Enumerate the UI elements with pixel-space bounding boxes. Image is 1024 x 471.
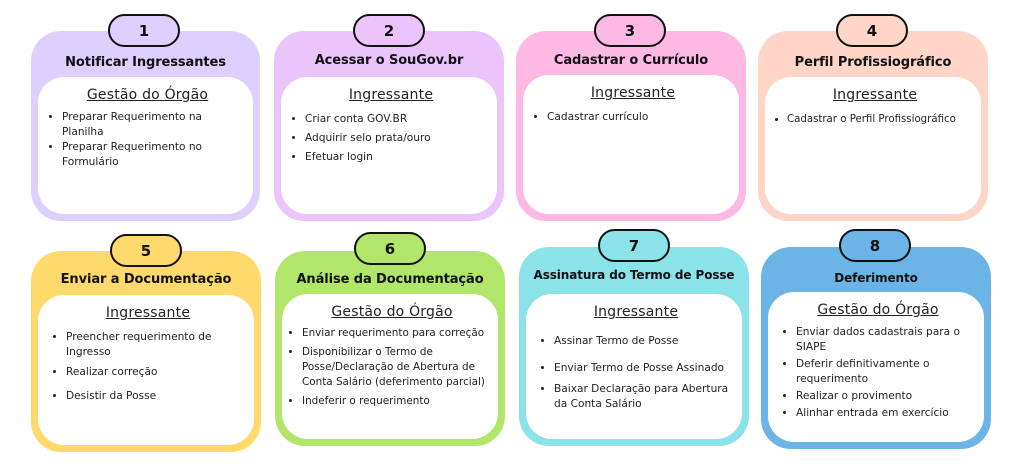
step-title: Notificar Ingressantes [65,55,226,70]
step-role: Ingressante [593,304,679,320]
task-item: Desistir da Posse [66,389,248,404]
task-item: Enviar dados cadastrais para o SIAPE [796,325,978,355]
task-list: Cadastrar o Perfil Profissiográfico [775,112,975,127]
task-item: Cadastrar o Perfil Profissiográfico [787,112,975,127]
task-item: Preparar Requerimento no Formulário [62,140,247,170]
step-content: Ingressante Criar conta GOV.BR Adquirir … [281,77,497,214]
step-content: Ingressante Preencher requerimento de In… [38,295,254,445]
step-title: Deferimento [834,271,918,285]
step-number-badge-7: 7 [598,229,670,262]
task-item: Enviar requerimento para correção [302,326,494,341]
task-list: Enviar requerimento para correção Dispon… [290,326,494,409]
step-number-badge-8: 8 [839,229,911,262]
step-number-badge-3: 3 [594,14,666,47]
task-list: Criar conta GOV.BR Adquirir selo prata/o… [291,112,491,165]
step-card-3: Cadastrar o Currículo Ingressante Cadast… [516,31,746,221]
step-content: Gestão do Órgão Enviar dados cadastrais … [768,292,984,442]
step-number-badge-1: 1 [108,14,180,47]
task-item: Realizar correção [66,365,248,380]
task-item: Baixar Declaração para Abertura da Conta… [554,382,736,412]
step-title: Cadastrar o Currículo [553,53,709,68]
task-item: Assinar Termo de Posse [554,334,736,349]
step-title: Perfil Profissiográfico [794,55,952,70]
step-card-6: Análise da Documentação Gestão do Órgão … [275,251,505,446]
step-role: Ingressante [832,87,918,103]
step-number-badge-5: 5 [110,234,182,267]
task-list: Assinar Termo de Posse Enviar Termo de P… [536,334,736,412]
task-item: Preencher requerimento de Ingresso [66,330,248,360]
task-item: Realizar o provimento [796,389,978,404]
step-role: Gestão do Órgão [331,304,453,320]
step-role: Ingressante [105,305,191,321]
task-item: Indeferir o requerimento [302,394,494,409]
task-item: Efetuar login [305,150,491,165]
step-card-7: Assinatura do Termo de Posse Ingressante… [519,247,749,446]
task-item: Criar conta GOV.BR [305,112,491,127]
task-item: Deferir definitivamente o requerimento [796,357,978,387]
task-item: Adquirir selo prata/ouro [305,131,491,146]
task-item: Disponibilizar o Termo de Posse/Declaraç… [302,345,494,390]
step-card-8: Deferimento Gestão do Órgão Enviar dados… [761,247,991,449]
step-role: Gestão do Órgão [817,302,939,318]
step-title: Enviar a Documentação [60,272,232,287]
step-role: Ingressante [348,87,434,103]
step-content: Ingressante Assinar Termo de Posse Envia… [526,294,742,439]
task-item: Cadastrar currículo [547,110,733,125]
step-title: Análise da Documentação [296,272,484,287]
step-number-badge-4: 4 [836,14,908,47]
task-item: Preparar Requerimento na Planilha [62,110,247,140]
step-card-1: Notificar Ingressantes Gestão do Órgão P… [31,31,260,221]
task-list: Preencher requerimento de Ingresso Reali… [48,330,248,404]
step-title: Acessar o SouGov.br [314,53,464,68]
step-number-badge-6: 6 [354,232,426,265]
step-content: Ingressante Cadastrar o Perfil Profissio… [765,77,981,214]
task-list: Enviar dados cadastrais para o SIAPE Def… [778,325,978,421]
task-list: Cadastrar currículo [533,110,733,125]
task-list: Preparar Requerimento na Planilha Prepar… [48,110,247,170]
step-card-4: Perfil Profissiográfico Ingressante Cada… [758,31,988,221]
step-content: Gestão do Órgão Enviar requerimento para… [282,294,498,439]
step-number-badge-2: 2 [353,14,425,47]
step-title: Assinatura do Termo de Posse [533,268,735,282]
step-role: Ingressante [590,85,676,101]
step-content: Gestão do Órgão Preparar Requerimento na… [38,77,253,214]
step-role: Gestão do Órgão [86,87,209,103]
step-card-2: Acessar o SouGov.br Ingressante Criar co… [274,31,504,221]
task-item: Alinhar entrada em exercício [796,406,978,421]
step-content: Ingressante Cadastrar currículo [523,75,739,214]
step-card-5: Enviar a Documentação Ingressante Preenc… [31,251,261,452]
task-item: Enviar Termo de Posse Assinado [554,361,736,376]
